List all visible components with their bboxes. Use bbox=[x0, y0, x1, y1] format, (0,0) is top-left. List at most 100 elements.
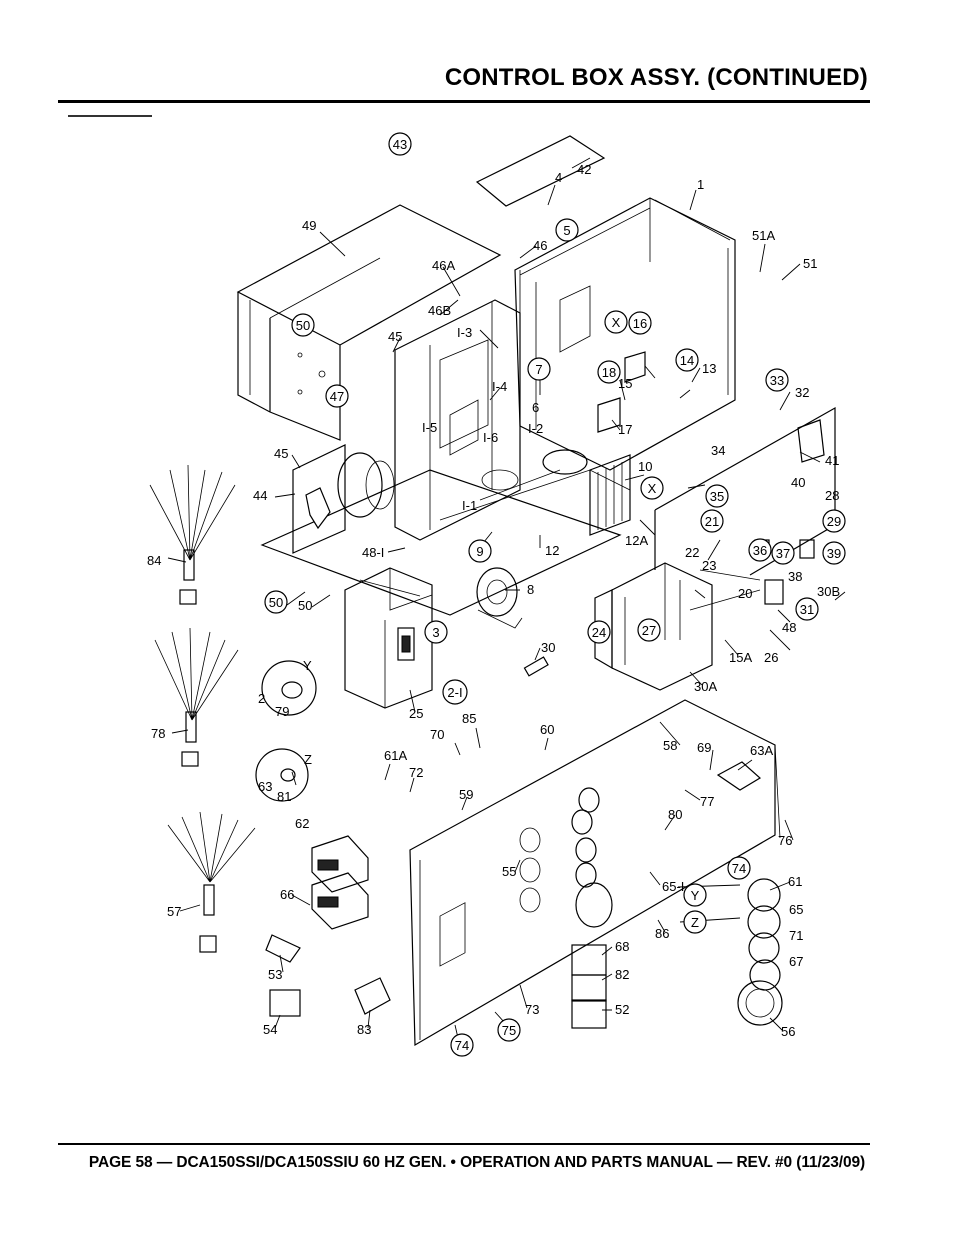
callout-label: 51 bbox=[803, 256, 817, 271]
circled-callout: 35 bbox=[705, 484, 729, 508]
svg-text:43: 43 bbox=[393, 137, 407, 152]
callout-label: 46B bbox=[428, 303, 451, 318]
callout-label: I-2 bbox=[528, 421, 543, 436]
callout-label: 67 bbox=[789, 954, 803, 969]
callout-label: 28 bbox=[825, 488, 839, 503]
circled-callout: 3 bbox=[424, 620, 448, 644]
svg-text:74: 74 bbox=[455, 1038, 469, 1053]
circled-callout: 5 bbox=[555, 218, 579, 242]
callout-label: 45 bbox=[274, 446, 288, 461]
callout-label: 55 bbox=[502, 864, 516, 879]
circled-callout: 36 bbox=[748, 538, 772, 562]
page-footer: PAGE 58 — DCA150SSI/DCA150SSIU 60 HZ GEN… bbox=[88, 1154, 866, 1171]
callout-label: 82 bbox=[615, 967, 629, 982]
callout-label: 68 bbox=[615, 939, 629, 954]
digital-meter-55 bbox=[311, 835, 369, 893]
callout-label: 79 bbox=[275, 704, 289, 719]
rotary-switch-44 bbox=[292, 444, 346, 554]
circled-callout: 43 bbox=[388, 132, 412, 156]
callout-label: 23 bbox=[702, 558, 716, 573]
page-title: CONTROL BOX ASSY. (CONTINUED) bbox=[444, 64, 868, 91]
callout-label: 49 bbox=[302, 218, 316, 233]
circled-callout: 74 bbox=[727, 856, 751, 880]
svg-text:33: 33 bbox=[770, 373, 784, 388]
callout-label: 61A bbox=[384, 748, 407, 763]
callout-label: 42 bbox=[577, 162, 591, 177]
callout-label: 44 bbox=[253, 488, 267, 503]
callout-label: 32 bbox=[795, 385, 809, 400]
svg-text:3: 3 bbox=[432, 625, 439, 640]
transformer-22-23 bbox=[611, 562, 713, 691]
callout-label: 38 bbox=[788, 569, 802, 584]
callout-label: 30 bbox=[541, 640, 555, 655]
callout-label: 78 bbox=[151, 726, 165, 741]
callout-label: 72 bbox=[409, 765, 423, 780]
circled-callout: 50 bbox=[264, 590, 288, 614]
svg-text:X: X bbox=[612, 315, 621, 330]
circled-callout: 2-I bbox=[442, 679, 468, 705]
svg-text:Z: Z bbox=[691, 915, 699, 930]
circled-callout: 31 bbox=[795, 597, 819, 621]
circled-callout: 50 bbox=[291, 313, 315, 337]
callout-label: 26 bbox=[764, 650, 778, 665]
wire-harness-84 bbox=[149, 464, 236, 605]
callout-label: 10 bbox=[638, 459, 652, 474]
svg-text:50: 50 bbox=[296, 318, 310, 333]
svg-text:7: 7 bbox=[535, 362, 542, 377]
wire-harness-85 bbox=[154, 627, 239, 767]
callout-label: 45 bbox=[388, 329, 402, 344]
callout-label: 6 bbox=[532, 400, 539, 415]
callout-label: 58 bbox=[663, 738, 677, 753]
callout-label: 30B bbox=[817, 584, 840, 599]
callout-label: 62 bbox=[295, 816, 309, 831]
callout-label: 41 bbox=[825, 453, 839, 468]
header-tick-mark bbox=[68, 115, 152, 117]
callout-label: 80 bbox=[668, 807, 682, 822]
interior-panel bbox=[394, 299, 521, 541]
circled-callout: 74 bbox=[450, 1033, 474, 1057]
svg-text:47: 47 bbox=[330, 389, 344, 404]
svg-text:Y: Y bbox=[303, 658, 312, 673]
plain-callouts: 42 4 1 49 46A 46 51A 51 46B 45 I-3 15 13… bbox=[147, 162, 840, 1039]
callout-label: 66 bbox=[280, 887, 294, 902]
front-panel-52 bbox=[409, 699, 776, 1047]
circled-callout: 29 bbox=[822, 509, 846, 533]
current-transformer-8 bbox=[476, 567, 518, 617]
svg-text:35: 35 bbox=[710, 489, 724, 504]
callout-label: 60 bbox=[540, 722, 554, 737]
header-rule bbox=[58, 100, 870, 103]
callout-label: I-4 bbox=[492, 379, 507, 394]
svg-text:29: 29 bbox=[827, 514, 841, 529]
mounting-rail-20 bbox=[654, 406, 836, 576]
svg-text:Z: Z bbox=[304, 752, 312, 767]
svg-text:39: 39 bbox=[827, 546, 841, 561]
callout-label: 17 bbox=[618, 422, 632, 437]
svg-text:14: 14 bbox=[680, 353, 694, 368]
circled-callout: 24 bbox=[587, 620, 611, 644]
circled-callout: 27 bbox=[637, 618, 661, 642]
callout-label: 63A bbox=[750, 743, 773, 758]
callout-label: 50 bbox=[298, 598, 312, 613]
circled-callout: X bbox=[640, 476, 664, 500]
callout-label: 48-I bbox=[362, 545, 384, 560]
svg-text:27: 27 bbox=[642, 623, 656, 638]
circled-callout: 14 bbox=[675, 348, 699, 372]
footer-rule bbox=[58, 1143, 870, 1145]
detail-letter-labels: Y Z bbox=[303, 658, 312, 767]
callout-label: 57 bbox=[167, 904, 181, 919]
circuit-breaker-3 bbox=[344, 567, 433, 709]
circled-callout: 18 bbox=[597, 360, 621, 384]
callout-label: 63 bbox=[258, 779, 272, 794]
callout-label: 30A bbox=[694, 679, 717, 694]
svg-text:37: 37 bbox=[776, 546, 790, 561]
side-cover-49 bbox=[236, 204, 502, 441]
callout-label: 51A bbox=[752, 228, 775, 243]
callout-label: 4 bbox=[555, 170, 562, 185]
terminal-block-10 bbox=[589, 454, 631, 536]
gauge-67 bbox=[748, 932, 780, 964]
gauge-68 bbox=[749, 959, 781, 991]
part-drawings bbox=[149, 135, 846, 1047]
callout-label: 69 bbox=[697, 740, 711, 755]
circled-callout: X bbox=[604, 310, 628, 334]
